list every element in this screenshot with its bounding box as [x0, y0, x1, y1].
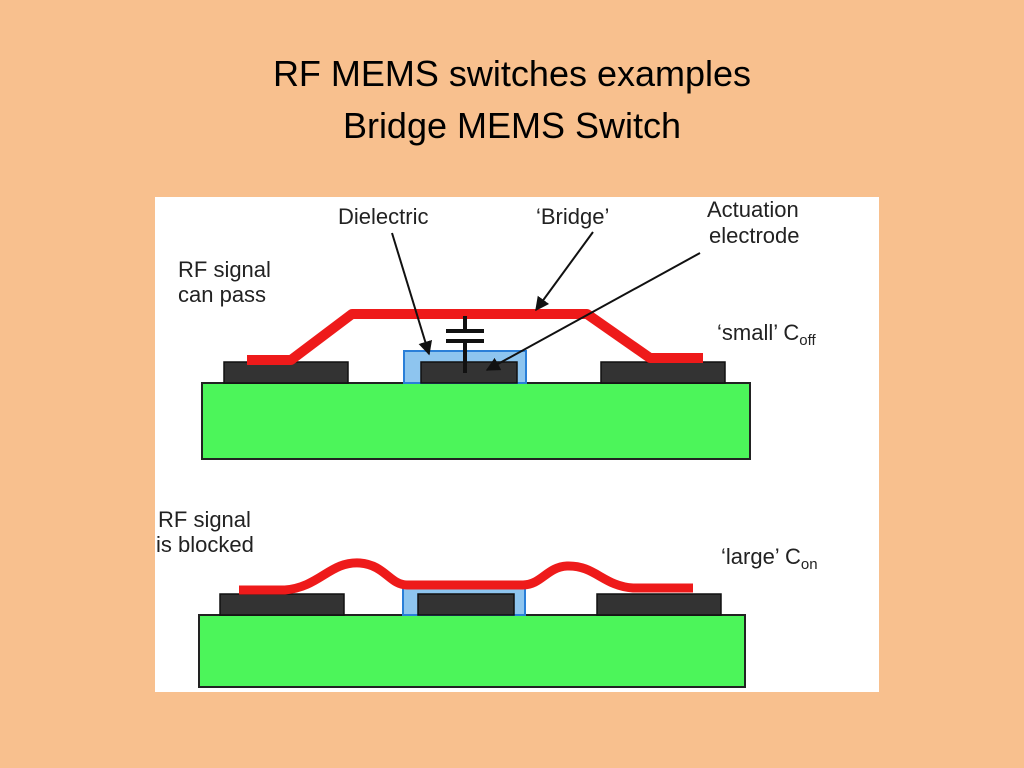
arrow-dielectric — [391, 232, 433, 356]
label-top-signal-line-1: RF signal — [178, 257, 271, 282]
capacitor-symbol-icon — [446, 316, 484, 373]
label-top-signal-line-2: can pass — [178, 282, 266, 307]
slide-title-line-1: RF MEMS switches examples — [272, 53, 752, 94]
top-left-electrode — [223, 361, 349, 384]
small-capacitance-subscript: off — [799, 332, 816, 349]
top-actuation-electrode — [420, 361, 518, 384]
label-small-capacitance: ‘small’ Coff — [717, 320, 817, 349]
arrow-bridge — [535, 231, 594, 312]
bottom-bridge-membrane — [239, 558, 693, 595]
label-dielectric: Dielectric — [338, 204, 428, 229]
top-state-group: Dielectric ‘Bridge’ Actuation electrode … — [178, 197, 817, 460]
top-bridge-membrane — [247, 309, 703, 365]
arrow-actuation — [485, 252, 701, 371]
bottom-left-electrode — [219, 593, 345, 616]
large-capacitance-prefix: ‘large’ C — [721, 544, 801, 569]
bottom-substrate — [198, 614, 746, 688]
label-bottom-signal-line-2: is blocked — [156, 532, 254, 557]
bottom-right-electrode — [596, 593, 722, 616]
small-capacitance-prefix: ‘small’ C — [717, 320, 799, 345]
slide-title: RF MEMS switches examples Bridge MEMS Sw… — [0, 48, 1024, 152]
slide-title-line-2: Bridge MEMS Switch — [342, 105, 682, 146]
label-bridge: ‘Bridge’ — [536, 204, 609, 229]
top-right-electrode — [600, 361, 726, 384]
mems-switch-diagram: Dielectric ‘Bridge’ Actuation electrode … — [156, 197, 818, 688]
bottom-state-group: RF signal is blocked ‘large’ Con — [156, 507, 818, 688]
label-bottom-signal-line-1: RF signal — [158, 507, 251, 532]
large-capacitance-subscript: on — [801, 556, 818, 573]
bottom-actuation-electrode — [417, 593, 515, 616]
label-actuation-line-1: Actuation — [707, 197, 799, 222]
mems-switch-figure: Dielectric ‘Bridge’ Actuation electrode … — [155, 197, 879, 692]
top-substrate — [201, 382, 751, 460]
label-actuation-line-2: electrode — [709, 223, 800, 248]
label-large-capacitance: ‘large’ Con — [721, 544, 818, 573]
